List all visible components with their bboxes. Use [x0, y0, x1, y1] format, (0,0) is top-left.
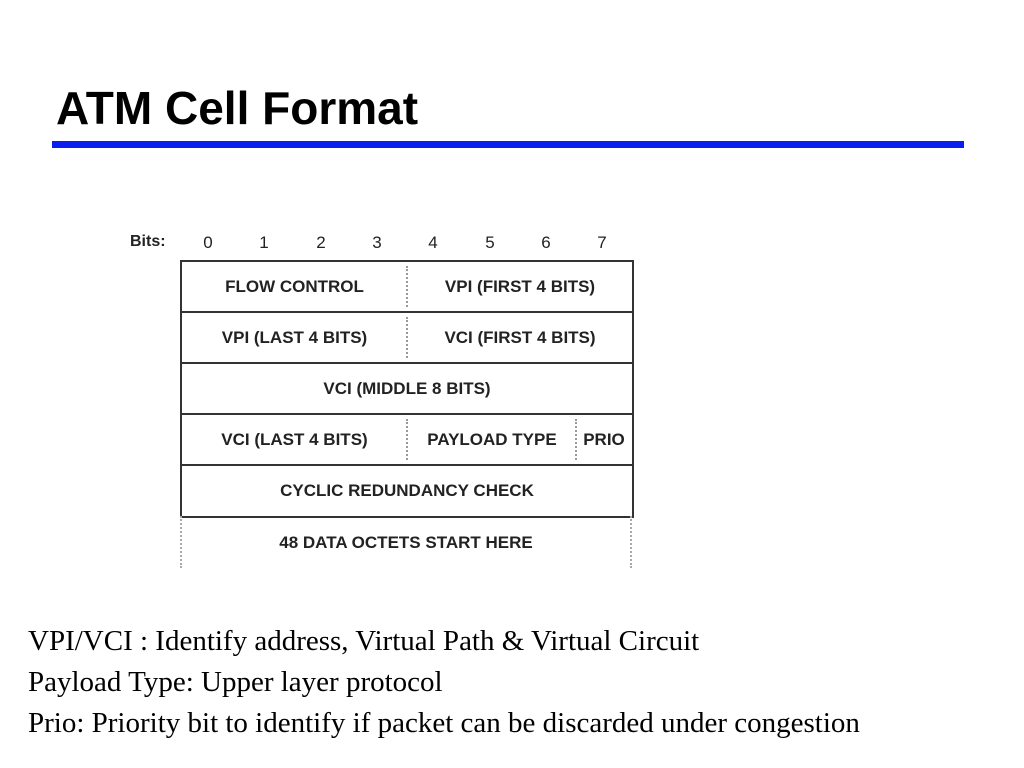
- field-vpi-last: VPI (LAST 4 BITS): [221, 327, 368, 347]
- note-line: Prio: Priority bit to identify if packet…: [28, 707, 860, 739]
- data-left-edge: [180, 516, 182, 568]
- data-right-edge: [630, 516, 632, 568]
- field-flow-control: FLOW CONTROL: [225, 276, 364, 296]
- data-octets-row: 48 DATA OCTETS START HERE: [180, 516, 632, 568]
- cell-header-box: FLOW CONTROL VPI (FIRST 4 BITS) VPI (LAS…: [180, 260, 634, 518]
- prio-divider: [575, 419, 577, 460]
- field-crc: CYCLIC REDUNDANCY CHECK: [280, 480, 534, 500]
- field-vpi-first: VPI (FIRST 4 BITS): [444, 276, 596, 296]
- field-payload-type: PAYLOAD TYPE: [427, 429, 557, 449]
- nibble-divider: [406, 317, 408, 358]
- field-vci-first: VCI (FIRST 4 BITS): [444, 327, 596, 347]
- header-row-1: FLOW CONTROL VPI (FIRST 4 BITS): [182, 262, 632, 313]
- header-row-3: VCI (MIDDLE 8 BITS): [182, 364, 632, 415]
- slide-title: ATM Cell Format: [56, 82, 419, 134]
- field-prio: PRIO: [583, 429, 625, 449]
- field-vci-last: VCI (LAST 4 BITS): [221, 429, 368, 449]
- field-data-octets: 48 DATA OCTETS START HERE: [279, 532, 533, 552]
- header-row-4: VCI (LAST 4 BITS) PAYLOAD TYPE PRIO: [182, 415, 632, 466]
- bit-number: 1: [259, 233, 269, 252]
- bit-number: 0: [203, 233, 213, 252]
- bit-number: 5: [485, 233, 495, 252]
- bits-label: Bits:: [130, 233, 166, 250]
- notes-list: VPI/VCI : Identify address, Virtual Path…: [28, 621, 860, 744]
- header-row-2: VPI (LAST 4 BITS) VCI (FIRST 4 BITS): [182, 313, 632, 364]
- field-vci-middle: VCI (MIDDLE 8 BITS): [323, 378, 491, 398]
- header-row-5: CYCLIC REDUNDANCY CHECK: [182, 466, 632, 515]
- title-underline: [52, 141, 964, 148]
- bit-number: 2: [316, 233, 326, 252]
- bit-number: 7: [597, 233, 607, 252]
- nibble-divider: [406, 419, 408, 460]
- bit-number: 4: [428, 233, 438, 252]
- note-line: Payload Type: Upper layer protocol: [28, 666, 443, 698]
- nibble-divider: [406, 266, 408, 307]
- note-line: VPI/VCI : Identify address, Virtual Path…: [28, 625, 700, 657]
- bit-number: 3: [372, 233, 382, 252]
- bit-number: 6: [541, 233, 551, 252]
